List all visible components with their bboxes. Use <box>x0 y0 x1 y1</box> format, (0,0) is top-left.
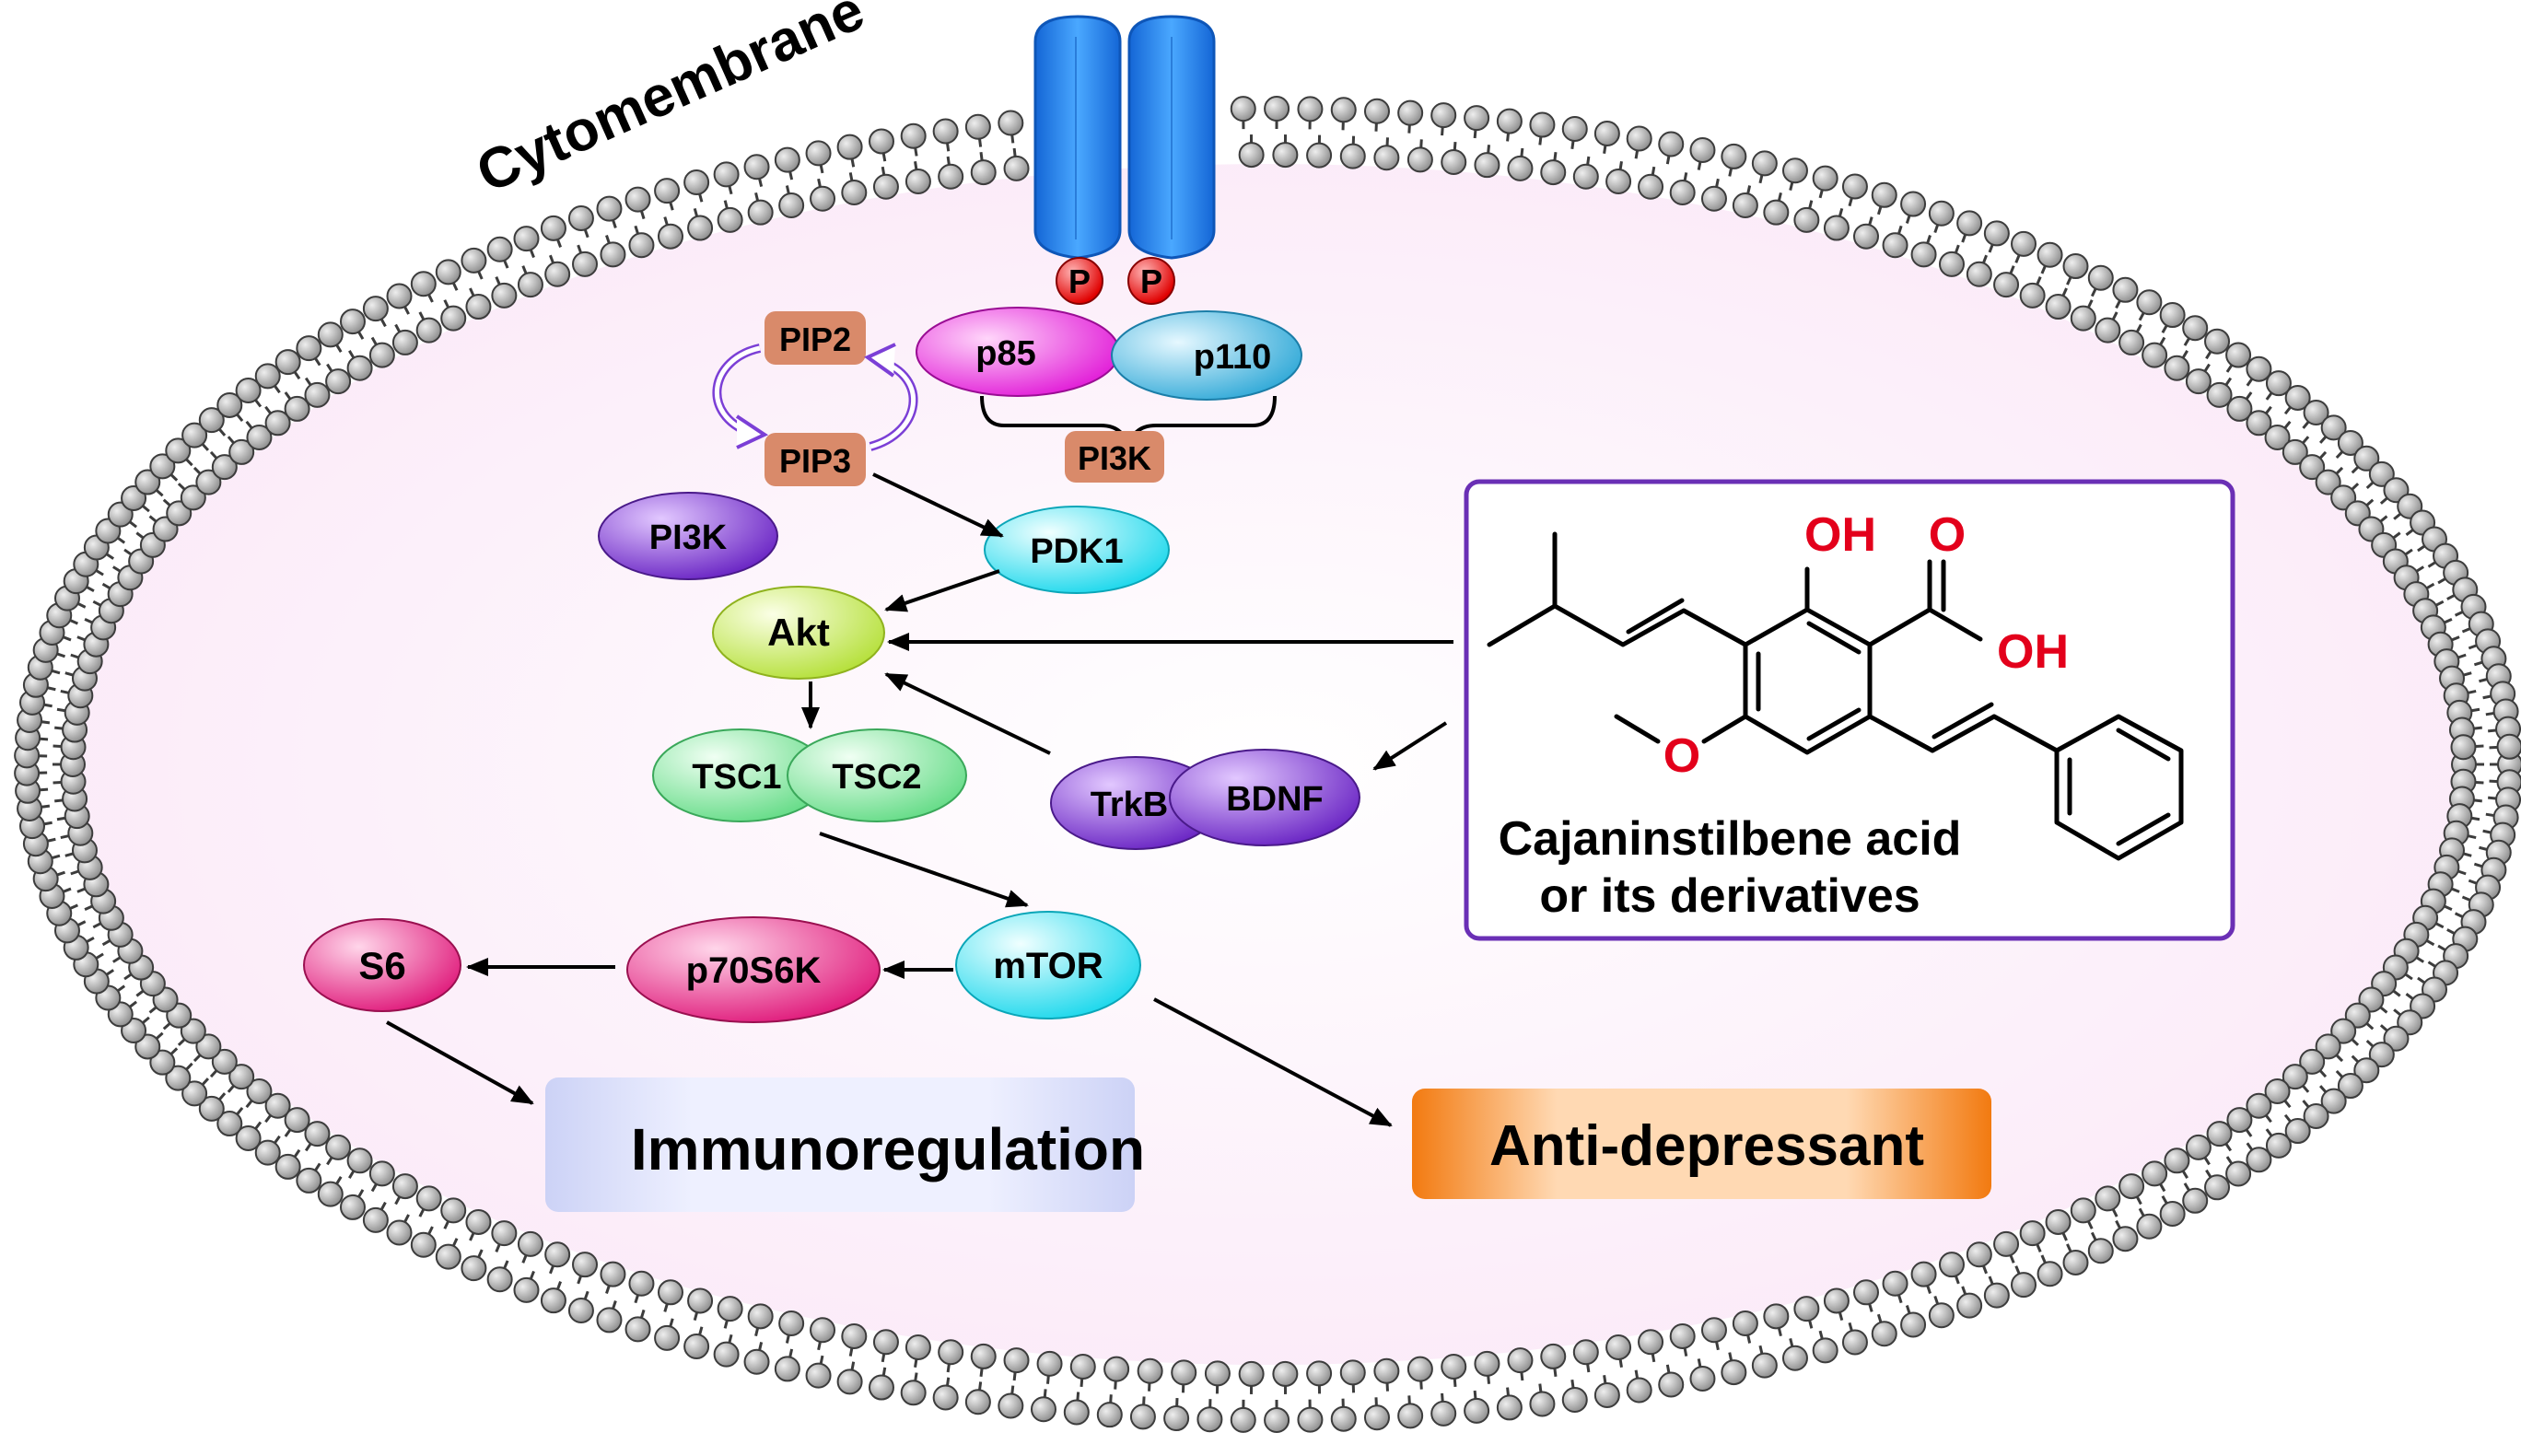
p70s6k-node: p70S6K <box>626 916 881 1023</box>
svg-text:P: P <box>1140 262 1162 300</box>
svg-text:TSC2: TSC2 <box>832 758 921 797</box>
arrow-pip3-to-pdk1 <box>872 472 1004 538</box>
acid-o-label: O <box>1929 508 1966 562</box>
svg-text:Immunoregulation: Immunoregulation <box>631 1116 1145 1182</box>
immunoregulation-box: Immunoregulation <box>545 1077 1145 1212</box>
compound-panel <box>1464 479 2235 941</box>
svg-text:P: P <box>1068 262 1091 300</box>
oh-top-label: OH <box>1804 508 1876 562</box>
p110-subunit: p110 <box>1111 310 1302 401</box>
svg-text:S6: S6 <box>358 944 405 987</box>
phosphate-left: P <box>1056 257 1103 305</box>
antidepressant-box: Anti-depressant <box>1412 1089 1991 1199</box>
compound-caption-line2: or its derivatives <box>1539 869 1920 923</box>
receptor <box>1033 15 1216 260</box>
mtor-node: mTOR <box>955 911 1141 1019</box>
phosphate-right: P <box>1127 257 1175 305</box>
svg-text:PIP3: PIP3 <box>779 442 851 480</box>
membrane-label: Cytomembrane <box>468 0 873 205</box>
pi3k-complex-label: PI3K <box>1065 431 1164 483</box>
acid-oh-label: OH <box>1997 625 2069 679</box>
tsc1-node: TSC1 <box>652 728 829 822</box>
svg-text:TrkB: TrkB <box>1091 786 1168 824</box>
pdk1-node: PDK1 <box>984 506 1170 594</box>
methoxy-o-label: O <box>1663 729 1700 783</box>
svg-text:PDK1: PDK1 <box>1030 532 1123 571</box>
svg-text:PI3K: PI3K <box>649 518 728 557</box>
compound-caption-line1: Cajaninstilbene acid <box>1499 812 1962 866</box>
cajaninstilbene-structure <box>1487 531 2184 861</box>
akt-node: Akt <box>712 586 885 680</box>
pi3k-node: PI3K <box>598 492 778 580</box>
pip3-box: PIP3 <box>764 433 866 486</box>
svg-text:PIP2: PIP2 <box>779 320 851 358</box>
arrow-tsc-to-mtor <box>819 832 1029 908</box>
svg-text:Akt: Akt <box>767 611 830 654</box>
svg-text:p85: p85 <box>975 334 1035 373</box>
lipid-bilayer <box>14 96 2521 1433</box>
arrow-pdk1-to-akt <box>884 569 1000 612</box>
pip2-box: PIP2 <box>764 311 866 365</box>
s6-node: S6 <box>303 918 461 1012</box>
arrow-s6-to-immunoregulation <box>386 1020 534 1105</box>
svg-text:BDNF: BDNF <box>1226 780 1324 819</box>
svg-text:TSC1: TSC1 <box>692 758 781 797</box>
arrow-mtor-to-antidepressant <box>1153 997 1393 1127</box>
arrow-trkb-to-akt <box>884 672 1051 755</box>
arrow-compound-to-bdnf <box>1372 721 1448 771</box>
svg-text:p70S6K: p70S6K <box>686 950 822 991</box>
bdnf-node: BDNF <box>1169 749 1360 846</box>
svg-text:mTOR: mTOR <box>993 946 1103 986</box>
svg-text:p110: p110 <box>1194 338 1272 377</box>
p85-subunit: p85 <box>916 307 1120 397</box>
svg-text:PI3K: PI3K <box>1078 439 1151 477</box>
svg-text:Anti-depressant: Anti-depressant <box>1489 1114 1924 1178</box>
tsc2-node: TSC2 <box>787 728 967 822</box>
